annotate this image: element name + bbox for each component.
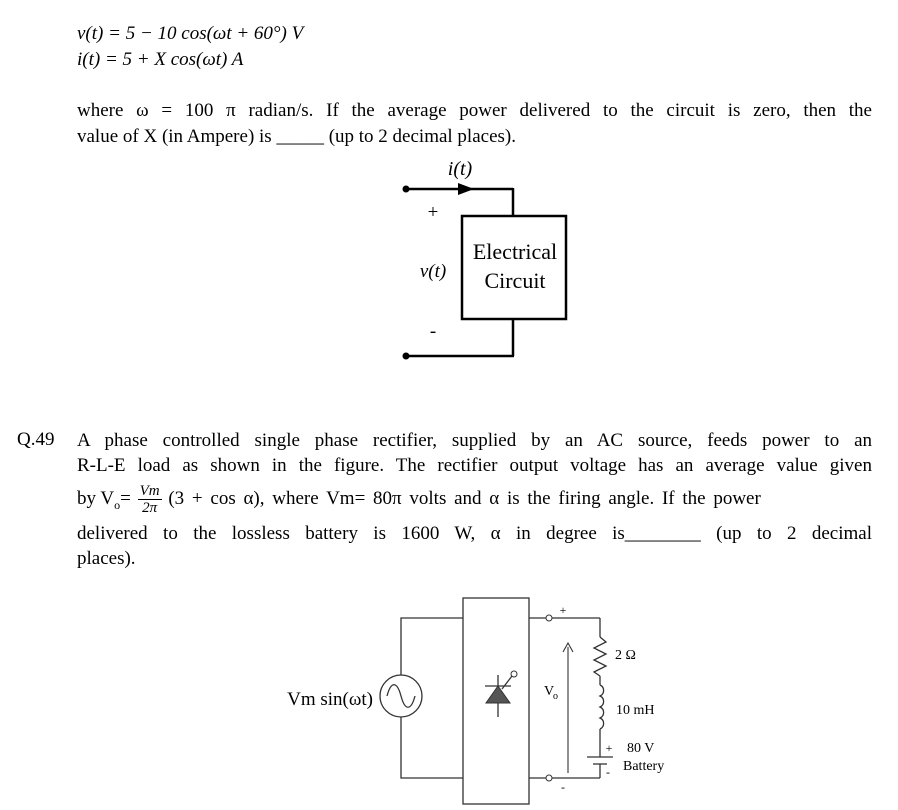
question-line3-prefix: by V <box>77 488 115 509</box>
plus-sign: + <box>428 202 439 223</box>
voltage-label: v(t) <box>420 261 446 282</box>
inductor-icon <box>598 684 605 730</box>
vo-label: V <box>544 684 554 699</box>
resistor-label: 2 Ω <box>615 648 636 663</box>
question-line5: places). <box>77 548 136 569</box>
paragraph1-line1: where ω = 100 π radian/s. If the average… <box>77 100 872 121</box>
top-terminal <box>402 185 410 193</box>
fraction-numerator: Vm <box>137 483 162 501</box>
fraction-denominator: 2π <box>142 500 158 517</box>
source-label: Vm sin(ωt) <box>287 689 373 710</box>
paragraph1-line2: value of X (in Ampere) is _____ (up to 2… <box>77 126 516 147</box>
current-equation: i(t) = 5 + X cos(ωt) A <box>77 49 244 70</box>
box-label-line2: Circuit <box>484 268 545 293</box>
electrical-circuit-box <box>460 214 568 321</box>
minus-sign: - <box>430 321 436 342</box>
question-line3-eq: = <box>120 488 131 509</box>
bottom-terminal <box>402 352 410 360</box>
question-line3-sub: o <box>114 497 121 512</box>
rectifier-circuit-figure: Vm sin(ωt) V o + - 2 Ω 10 mH + - 80 V Ba… <box>287 597 664 805</box>
current-arrow <box>458 183 474 195</box>
question-line4: delivered to the lossless battery is 160… <box>77 523 872 544</box>
question-line1: A phase controlled single phase rectifie… <box>77 430 872 451</box>
box-label-line1: Electrical <box>473 239 557 264</box>
battery-minus: - <box>606 765 610 779</box>
thyristor-gate <box>501 675 513 690</box>
resistor-icon <box>592 636 608 677</box>
thyristor-gate-terminal <box>510 670 518 678</box>
output-plus: + <box>560 603 567 617</box>
inductor-label: 10 mH <box>616 703 655 718</box>
current-label: i(t) <box>448 158 473 180</box>
question-line2: R-L-E load as shown in the figure. The r… <box>77 455 872 476</box>
output-minus: - <box>561 780 565 794</box>
sine-wave-icon <box>386 684 416 708</box>
voltage-equation: v(t) = 5 − 10 cos(ωt + 60°) V <box>77 23 304 44</box>
vo-arrow-head <box>562 641 574 653</box>
thyristor-icon <box>485 685 511 704</box>
battery-name-label: Battery <box>623 759 664 774</box>
output-top-terminal <box>545 614 553 622</box>
vo-label-sub: o <box>553 691 558 702</box>
battery-plus: + <box>606 741 613 755</box>
question-number: Q.49 <box>17 429 55 450</box>
battery-voltage-label: 80 V <box>627 741 654 756</box>
circuit-figure-1: i(t) + v(t) - Electrical Circuit <box>402 158 568 360</box>
output-bottom-terminal <box>545 774 553 782</box>
source-top-wire <box>400 617 463 677</box>
source-bottom-wire <box>400 715 463 779</box>
question-line3-rest: (3 + cos α), where Vm= 80π volts and α i… <box>168 488 761 509</box>
